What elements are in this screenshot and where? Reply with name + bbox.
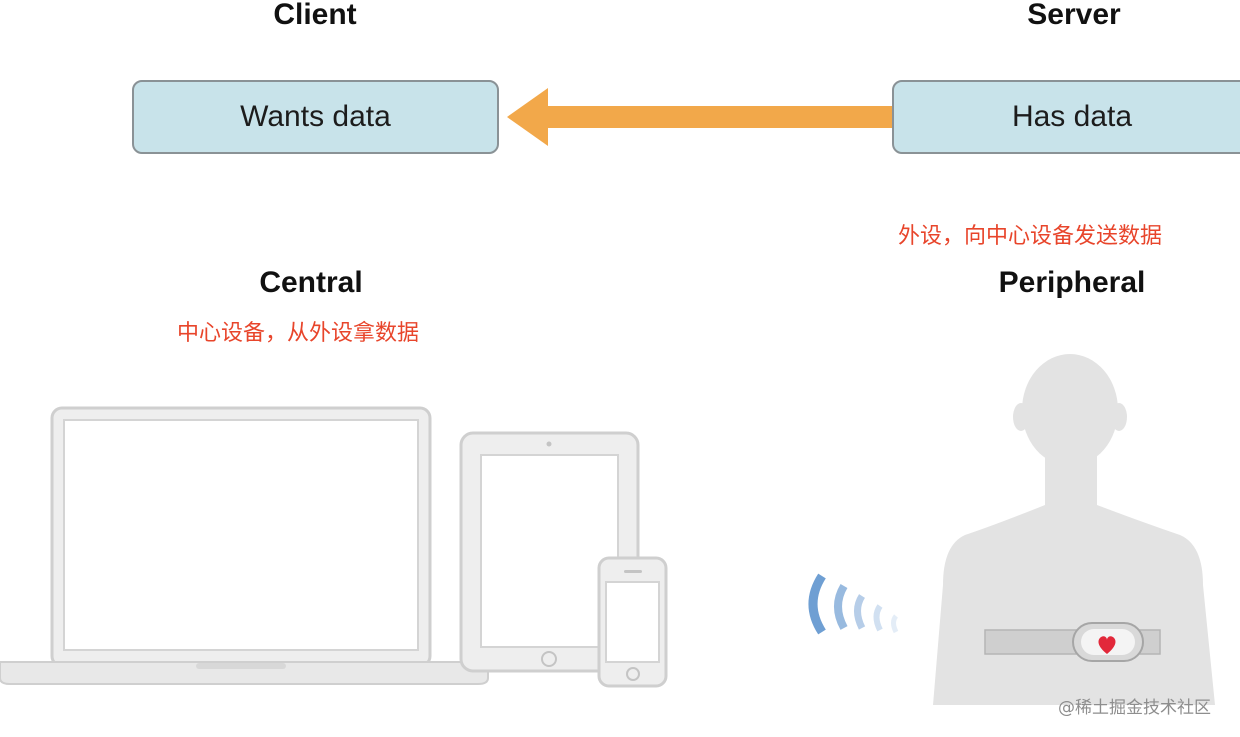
peripheral-note: 外设，向中心设备发送数据 xyxy=(898,224,1163,249)
laptop-icon xyxy=(0,406,489,685)
peripheral-title: Peripheral xyxy=(998,266,1146,299)
phone-icon xyxy=(597,556,668,688)
tablet-icon xyxy=(459,431,640,673)
heart-icon xyxy=(1098,636,1116,654)
client-box: Wants data xyxy=(132,80,499,154)
heart-rate-strap-icon xyxy=(984,622,1161,662)
signal-waves-icon xyxy=(808,573,899,635)
server-title: Server xyxy=(1027,0,1121,31)
person-silhouette-icon xyxy=(933,354,1215,705)
client-title: Client xyxy=(273,0,357,31)
watermark: @稀土掘金技术社区 xyxy=(1058,698,1211,718)
central-title: Central xyxy=(259,266,363,299)
central-note: 中心设备，从外设拿数据 xyxy=(177,321,420,346)
server-box: Has data xyxy=(892,80,1240,154)
